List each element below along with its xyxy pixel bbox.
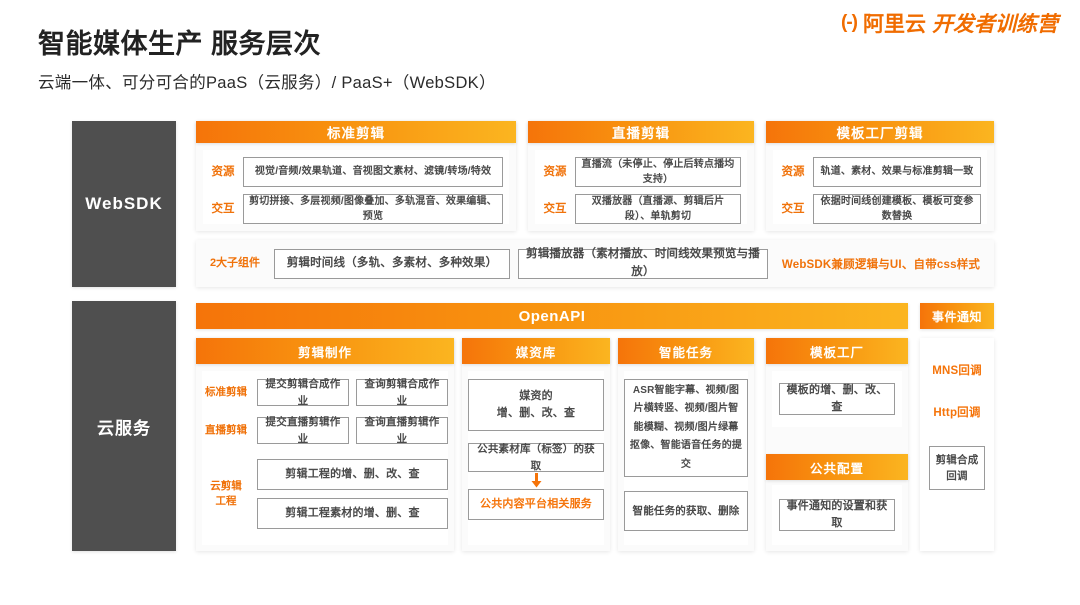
row-interaction: 交互 剪切拼接、多层视频/图像叠加、多轨混音、效果编辑、预览 [203, 194, 503, 224]
row-label-line2: 工程 [215, 495, 237, 507]
cloud-column-template-factory: 模板工厂 模板的增、删、改、查 公共配置 事件通知的设置和获取 [766, 338, 908, 551]
api-submit-compose-job[interactable]: 提交剪辑合成作业 [257, 378, 349, 407]
panel-body: 资源 直播流（未停止、停止后转点播均支持） 交互 双播放器（直播源、剪辑后片段）… [535, 150, 747, 224]
event-notice-band: 事件通知 [920, 303, 994, 329]
panel-header-live-editing: 直播剪辑 [528, 121, 754, 143]
row-interaction: 交互 双播放器（直播源、剪辑后片段）、单轨剪切 [535, 194, 741, 224]
api-submit-intelligent-tasks[interactable]: ASR智能字幕、视频/图片横转竖、视频/图片智能模糊、视频/图片绿幕抠像、智能语… [624, 379, 748, 477]
callback-http[interactable]: Http回调 [933, 407, 981, 419]
row-interaction: 交互 依据时间线创建模板、模板可变参数替换 [773, 194, 981, 224]
panel-header-standard-editing: 标准剪辑 [196, 121, 516, 143]
row-value-interaction[interactable]: 双播放器（直播源、剪辑后片段）、单轨剪切 [575, 194, 741, 224]
row-resource: 资源 直播流（未停止、停止后转点播均支持） [535, 157, 741, 187]
api-submit-live-edit-job[interactable]: 提交直播剪辑作业 [257, 416, 349, 445]
api-media-crud-line2: 增、删、改、查 [496, 407, 576, 419]
page-subtitle: 云端一体、可分可合的PaaS（云服务）/ PaaS+（WebSDK） [38, 74, 496, 92]
row-standard-editing: 标准剪辑 提交剪辑合成作业 查询剪辑合成作业 [202, 378, 448, 407]
row-value-interaction[interactable]: 剪切拼接、多层视频/图像叠加、多轨混音、效果编辑、预览 [243, 194, 503, 224]
callback-compose-line2: 回调 [946, 470, 968, 482]
row-label-cloud-edit-project: 云剪辑 工程 [202, 479, 250, 508]
column-body: 标准剪辑 提交剪辑合成作业 查询剪辑合成作业 直播剪辑 提交直播剪辑作业 查询直… [202, 371, 448, 545]
websdk-subcomponents-strip: 2大子组件 剪辑时间线（多轨、多素材、多种效果） 剪辑播放器（素材播放、时间线效… [196, 240, 994, 287]
subcomponent-player[interactable]: 剪辑播放器（素材播放、时间线效果预览与播放） [518, 248, 768, 279]
api-template-crud[interactable]: 模板的增、删、改、查 [779, 383, 895, 415]
cloud-column-media-library: 媒资库 媒资的 增、删、改、查 公共素材库（标签）的获取 公共内容平台相关服务 [462, 338, 610, 551]
cloud-column-intelligent-tasks: 智能任务 ASR智能字幕、视频/图片横转竖、视频/图片智能模糊、视频/图片绿幕抠… [618, 338, 754, 551]
row-live-editing: 直播剪辑 提交直播剪辑作业 查询直播剪辑作业 [202, 416, 448, 445]
websdk-panel-live-editing: 直播剪辑 资源 直播流（未停止、停止后转点播均支持） 交互 双播放器（直播源、剪… [528, 121, 754, 231]
column-body: ASR智能字幕、视频/图片横转竖、视频/图片智能模糊、视频/图片绿幕抠像、智能语… [624, 371, 748, 545]
tier-label-websdk: WebSDK [72, 121, 176, 287]
column-header-media-library: 媒资库 [462, 338, 610, 364]
websdk-note: WebSDK兼顾逻辑与UI、自带css样式 [781, 258, 981, 271]
row-label-line1: 云剪辑 [210, 480, 242, 493]
row-resource: 资源 视觉/音频/效果轨道、音视图文素材、滤镜/转场/特效 [203, 157, 503, 187]
column-header-public-config: 公共配置 [766, 454, 908, 480]
row-label-interaction: 交互 [781, 202, 805, 215]
callback-compose-line1: 剪辑合成 [935, 453, 979, 466]
panel-header-template-factory-editing: 模板工厂剪辑 [766, 121, 994, 143]
api-project-crud[interactable]: 剪辑工程的增、删、改、查 [257, 459, 448, 490]
row-value-resource[interactable]: 直播流（未停止、停止后转点播均支持） [575, 157, 741, 187]
api-public-content-platform-services[interactable]: 公共内容平台相关服务 [468, 489, 604, 520]
column-body: MNS回调 Http回调 剪辑合成 回调 [920, 338, 994, 551]
column-body-public-config: 事件通知的设置和获取 [772, 485, 902, 545]
row-resource: 资源 轨道、素材、效果与标准剪辑一致 [773, 157, 981, 187]
row-label-interaction: 交互 [211, 202, 235, 215]
campaign-name: 开发者训练营 [932, 13, 1058, 36]
panel-body: 资源 视觉/音频/效果轨道、音视图文素材、滤镜/转场/特效 交互 剪切拼接、多层… [203, 150, 509, 224]
row-cloud-edit-project: 云剪辑 工程 剪辑工程的增、删、改、查 剪辑工程素材的增、删、查 [202, 451, 448, 537]
brand-logo: (-) 阿里云 开发者训练营 [841, 8, 1058, 38]
tier-label-cloud-service: 云服务 [72, 301, 176, 551]
cloud-column-callbacks: MNS回调 Http回调 剪辑合成 回调 [920, 338, 994, 551]
api-event-notice-config[interactable]: 事件通知的设置和获取 [779, 499, 895, 531]
api-query-compose-job[interactable]: 查询剪辑合成作业 [356, 378, 448, 407]
cloud-column-editing-production: 剪辑制作 标准剪辑 提交剪辑合成作业 查询剪辑合成作业 直播剪辑 提交直播剪辑作… [196, 338, 454, 551]
row-label-resource: 资源 [211, 165, 235, 178]
column-header-editing-production: 剪辑制作 [196, 338, 454, 364]
api-media-crud-line1: 媒资的 [519, 389, 553, 402]
page-title: 智能媒体生产 服务层次 [38, 29, 322, 59]
row-label-interaction: 交互 [543, 202, 567, 215]
column-body-template: 模板的增、删、改、查 [772, 371, 902, 427]
row-value-resource[interactable]: 视觉/音频/效果轨道、音视图文素材、滤镜/转场/特效 [243, 157, 503, 187]
column-header-intelligent-tasks: 智能任务 [618, 338, 754, 364]
api-get-delete-intelligent-tasks[interactable]: 智能任务的获取、删除 [624, 491, 748, 531]
api-public-material-library-fetch[interactable]: 公共素材库（标签）的获取 [468, 443, 604, 472]
subcomponents-label: 2大子组件 [209, 256, 261, 269]
down-arrow-icon [468, 472, 604, 489]
row-label-resource: 资源 [543, 165, 567, 178]
row-label-resource: 资源 [781, 165, 805, 178]
subcomponent-timeline[interactable]: 剪辑时间线（多轨、多素材、多种效果） [274, 248, 510, 279]
openapi-band: OpenAPI [196, 303, 908, 329]
row-label-standard-editing: 标准剪辑 [205, 386, 247, 399]
callback-mns[interactable]: MNS回调 [932, 365, 982, 377]
api-project-material-crud[interactable]: 剪辑工程素材的增、删、查 [257, 498, 448, 529]
row-value-resource[interactable]: 轨道、素材、效果与标准剪辑一致 [813, 157, 981, 187]
api-media-crud[interactable]: 媒资的 增、删、改、查 [468, 379, 604, 431]
api-query-live-edit-job[interactable]: 查询直播剪辑作业 [356, 416, 448, 445]
websdk-panel-standard-editing: 标准剪辑 资源 视觉/音频/效果轨道、音视图文素材、滤镜/转场/特效 交互 剪切… [196, 121, 516, 231]
websdk-panel-template-factory-editing: 模板工厂剪辑 资源 轨道、素材、效果与标准剪辑一致 交互 依据时间线创建模板、模… [766, 121, 994, 231]
panel-body: 资源 轨道、素材、效果与标准剪辑一致 交互 依据时间线创建模板、模板可变参数替换 [773, 150, 987, 224]
column-header-template-factory: 模板工厂 [766, 338, 908, 364]
callback-compose-result[interactable]: 剪辑合成 回调 [929, 446, 985, 490]
alibaba-cloud-mark-icon: (-) [841, 12, 858, 33]
row-label-live-editing: 直播剪辑 [205, 424, 247, 437]
row-value-interaction[interactable]: 依据时间线创建模板、模板可变参数替换 [813, 194, 981, 224]
brand-name: 阿里云 [863, 13, 926, 36]
column-body: 媒资的 增、删、改、查 公共素材库（标签）的获取 公共内容平台相关服务 [468, 371, 604, 545]
